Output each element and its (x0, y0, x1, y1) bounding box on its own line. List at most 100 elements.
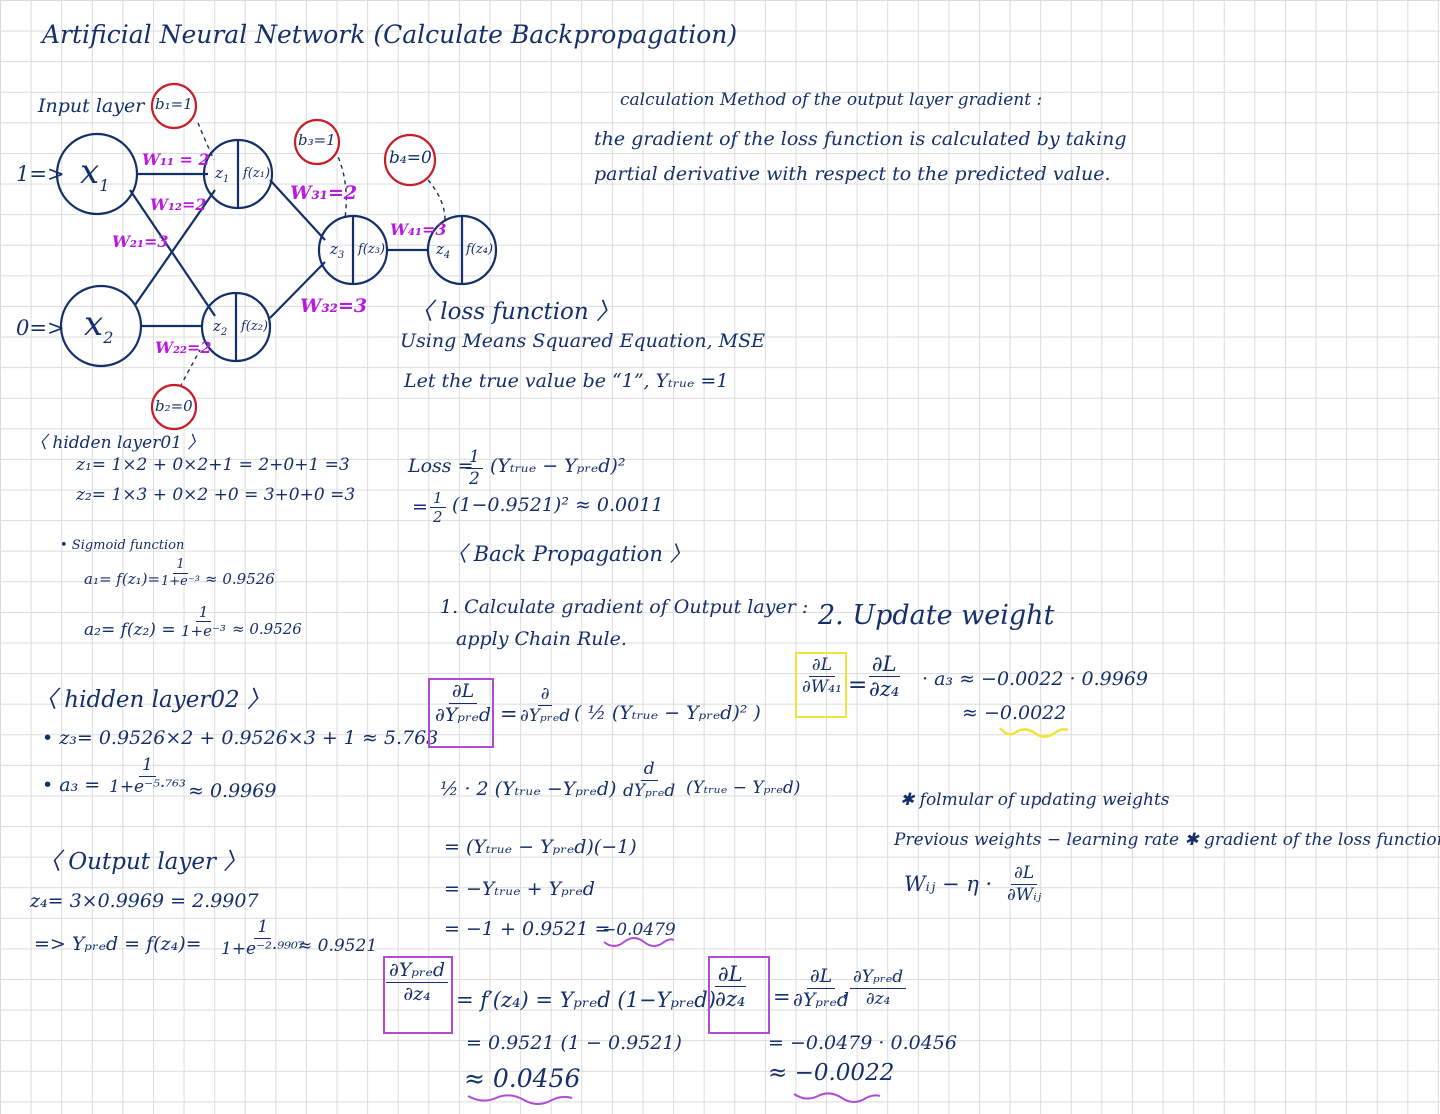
hidden1-heading: 〈 hidden layer01 〉 (30, 433, 205, 453)
bias-b4: b₄=0 (389, 148, 432, 168)
node-x2 (59, 284, 143, 368)
dypred-dz4-line3: ≈ 0.0456 (464, 1064, 581, 1093)
bias-b3: b₃=1 (298, 131, 336, 149)
squiggle-dL-dz4-result (793, 1092, 881, 1103)
backprop-line-d: = −1 + 0.9521 = (444, 918, 611, 940)
dypred-dz4-frac: ∂Yₚᵣₑd∂z₄ (386, 959, 449, 1006)
update-lhs-box (795, 652, 847, 718)
bias-link-b1 (197, 122, 215, 161)
dL-dz4-line2: = −0.0479 · 0.0456 (768, 1032, 957, 1054)
bias-link-b3 (334, 149, 347, 219)
dL-dz4-frac1: ∂L∂Yₚᵣₑd (793, 965, 850, 1011)
a3-result: ≈ 0.9969 (188, 780, 277, 802)
hidden2-heading: 〈 hidden layer02 〉 (34, 687, 270, 713)
weight-w21: W₂₁=3 (112, 232, 169, 251)
output-heading: 〈 Output layer 〉 (38, 849, 247, 875)
dL-dz4-dot: · (842, 984, 849, 1008)
weight-w22: W₂₂=2 (155, 338, 212, 357)
backprop-line-d-result: −0.0479 (602, 920, 676, 940)
backprop-heading: 〈 Back Propagation 〉 (446, 542, 691, 566)
dL-dypred-frac: ∂L∂Yₚᵣₑd (435, 680, 492, 726)
dL-dypred-op-rest: ( ½ (Yₜᵣᵤₑ − Yₚᵣₑd)² ) (574, 702, 761, 724)
node-z3-f: f(z₃) (358, 242, 386, 257)
dL-dz4-box (708, 956, 770, 1034)
gradient-method-line1: the gradient of the loss function is cal… (594, 128, 1127, 150)
loss-expr: (Yₜᵣᵤₑ − Yₚᵣₑd)² (490, 455, 626, 477)
ypred-result: ≈ 0.9521 (298, 936, 378, 956)
dypred-dz4-line2: = 0.9521 (1 − 0.9521) (466, 1032, 682, 1054)
page-title: Artificial Neural Network (Calculate Bac… (42, 20, 738, 49)
loss-expr2: (1−0.9521)² ≈ 0.0011 (452, 494, 664, 516)
formula-line1: ✱ folmular of updating weights (900, 790, 1170, 810)
a2-result: ≈ 0.9526 (232, 620, 302, 638)
dL-dz4-line3: ≈ −0.0022 (768, 1060, 895, 1086)
dL-dypred-box (428, 678, 494, 748)
edge-z1-z3 (269, 179, 326, 241)
a3-prefix: • a₃ = (42, 774, 101, 796)
dL-dypred-eq: = (500, 702, 518, 726)
node-z1-z: z1 (215, 164, 230, 185)
backprop-step1-line1: 1. Calculate gradient of Output layer : (440, 596, 809, 618)
output-z4: z₄= 3×0.9969 = 2.9907 (30, 890, 259, 912)
a1-prefix: a₁= f(z₁)= (84, 570, 161, 588)
backprop-line-a-rest: (Yₜᵣᵤₑ − Yₚᵣₑd) (686, 778, 801, 798)
node-z1-f: f(z₁) (243, 166, 271, 181)
backprop-line-a: ½ · 2 (Yₜᵣᵤₑ −Yₚᵣₑd) (440, 778, 617, 800)
hidden1-z2: z₂= 1×3 + 0×2 +0 = 3+0+0 =3 (76, 485, 356, 505)
node-z2-z: z2 (213, 317, 228, 338)
backprop-step1-line2: apply Chain Rule. (456, 628, 627, 650)
hidden1-z1: z₁= 1×2 + 0×2+1 = 2+0+1 =3 (76, 455, 350, 475)
ypred-prefix: => Yₚᵣₑd = f(z₄)= (34, 933, 202, 955)
bias-circle-b1 (150, 82, 198, 130)
loss-prefix2: = (412, 496, 428, 518)
dL-dz4-frac: ∂L∂z₄ (714, 962, 746, 1012)
gradient-method-heading: calculation Method of the output layer g… (620, 90, 1043, 110)
node-z4-z: z4 (436, 240, 451, 261)
bias-b2: b₂=0 (155, 397, 193, 415)
dL-dz4-eq: = (773, 985, 791, 1009)
backprop-line-b: = (Yₜᵣᵤₑ − Yₚᵣₑd)(−1) (444, 836, 637, 858)
bias-circle-b2 (150, 383, 198, 431)
loss-prefix: Loss = (408, 455, 474, 477)
formula-line3: Wᵢⱼ − η · (904, 872, 993, 896)
edge-x2-z1 (134, 189, 216, 306)
neural-network-diagram (55, 82, 498, 431)
edge-z2-z3 (269, 261, 326, 319)
loss-function-line2: Let the true value be “1”, Yₜᵣᵤₑ =1 (404, 370, 729, 392)
bias-b1: b₁=1 (155, 95, 193, 113)
loss-function-heading: 〈 loss function 〉 (410, 299, 620, 325)
node-x2-label: x2 (84, 304, 114, 347)
input-layer-label: Input layer (38, 95, 145, 117)
a1-result: ≈ 0.9526 (205, 570, 275, 588)
dypred-dz4-eq: = f′(z₄) = Yₚᵣₑd (1−Yₚᵣₑd) (456, 988, 716, 1012)
sigmoid-label: • Sigmoid function (60, 538, 185, 553)
squiggle-update-result (999, 727, 1069, 738)
weight-w41: W₄₁=3 (390, 220, 447, 239)
weight-w12: W₁₂=2 (150, 195, 207, 214)
update-heading: 2. Update weight (818, 600, 1055, 631)
bias-link-b4 (427, 179, 446, 221)
input-value-x2: 0=> (16, 316, 65, 340)
update-eq: = (848, 672, 868, 698)
node-x1 (55, 132, 139, 216)
a2-prefix: a₂= f(z₂) = (84, 620, 176, 640)
backprop-line-c: = −Yₜᵣᵤₑ + Yₚᵣₑd (444, 878, 595, 900)
weight-w11: W₁₁ = 2 (142, 150, 210, 169)
bias-link-b2 (179, 349, 201, 388)
node-z4-f: f(z₄) (466, 242, 494, 257)
dL-dz4-frac2: ∂Yₚᵣₑd∂z₄ (850, 967, 907, 1009)
update-result: ≈ −0.0022 (962, 702, 1067, 724)
update-rhs-frac: ∂L∂z₄ (868, 652, 900, 702)
weight-w32: W₃₂=3 (300, 295, 368, 317)
update-rhs-rest: · a₃ ≈ −0.0022 · 0.9969 (922, 668, 1149, 690)
bias-circle-b4 (383, 133, 437, 187)
formula-frac: ∂L∂Wᵢⱼ (1007, 863, 1042, 905)
gradient-method-line2: partial derivative with respect to the p… (594, 163, 1111, 185)
